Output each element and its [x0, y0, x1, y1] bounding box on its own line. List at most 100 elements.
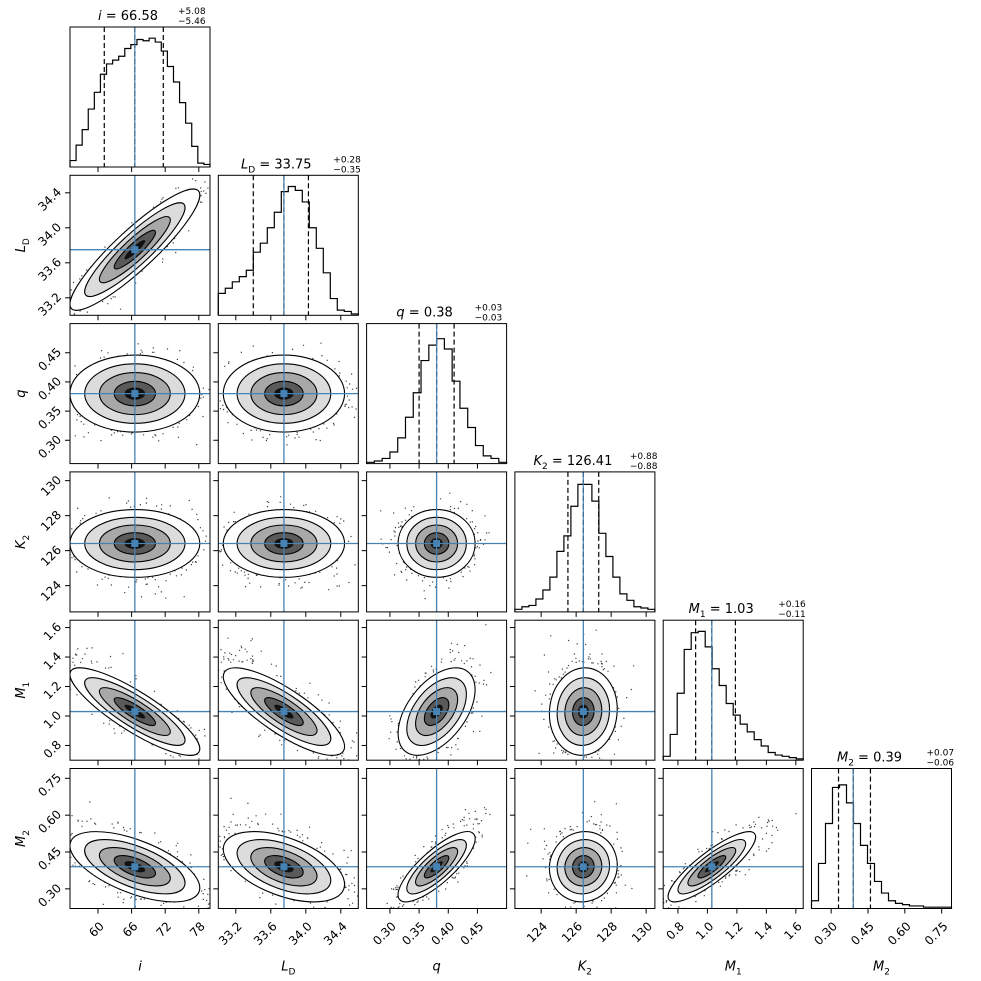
density-group: [218, 471, 359, 612]
panel-frame: [69, 26, 211, 168]
scatter-panel-q-vs-i: 0.300.350.400.45: [35, 323, 211, 469]
title-value: = 66.58: [102, 9, 158, 24]
y-tick-label-M_2: 0.60: [35, 807, 64, 836]
title-symbol: i: [98, 9, 102, 24]
y-tick-label-K_2: 128: [38, 508, 64, 534]
title-minus-err: −0.03: [475, 314, 503, 324]
x-axis-label-M_1: M1: [725, 960, 742, 978]
y-tick-label-M_2: 0.75: [35, 771, 64, 800]
panel-title-i: i = 66.58: [98, 9, 158, 24]
truth-marker: [280, 863, 288, 871]
panel-title-M_2: M2 = 0.39: [837, 751, 902, 769]
axis-symbol-sub: 2: [884, 968, 890, 978]
y-tick-label-M_1: 1.4: [41, 649, 64, 672]
panel-title-M_1: M1 = 1.03: [689, 602, 754, 620]
y-axis-label-M_2: M2: [14, 830, 32, 847]
x-tick-label-M_1: 1.0: [693, 919, 716, 942]
truth-marker: [433, 708, 441, 716]
title-symbol: M: [837, 751, 848, 766]
panel-title-q: q = 0.38: [396, 306, 452, 321]
truth-marker: [131, 863, 139, 871]
title-symbol-sub: 2: [542, 462, 548, 472]
x-axis-label-L_D: LD: [281, 960, 295, 978]
panel-frame: [217, 174, 359, 316]
panel-title-L_D: LD = 33.75: [241, 157, 312, 175]
y-axis-label-q: q: [14, 389, 29, 397]
y-tick-label-K_2: 124: [38, 578, 64, 604]
title-symbol-sub: D: [248, 165, 255, 175]
title-plus-err: +0.28: [333, 155, 361, 165]
panel-frame: [366, 471, 508, 613]
axis-symbol-sub: 1: [736, 968, 742, 978]
x-tick-label-i: 66: [120, 919, 141, 940]
y-tick-label-L_D: 33.2: [35, 290, 64, 319]
scatter-panel-M_1-vs-K_2: [509, 619, 656, 766]
x-tick-label-M_2: 0.75: [922, 919, 951, 948]
title-symbol-sub: 1: [700, 610, 706, 620]
y-tick-label-q: 0.40: [35, 374, 64, 403]
scatter-panel-M_1-vs-q: [361, 619, 508, 766]
panel-frame: [217, 323, 359, 465]
y-tick-label-M_1: 1.0: [41, 708, 64, 731]
truth-marker: [131, 246, 139, 254]
x-tick-label-q: 0.40: [428, 919, 457, 948]
scatter-panel-K_2-vs-q: [361, 471, 508, 617]
x-axis-label-q: q: [432, 960, 440, 975]
axis-symbol: q: [14, 389, 29, 397]
title-value: = 0.39: [854, 751, 902, 766]
panel-title-K_2: K2 = 126.41: [533, 454, 612, 472]
panel-frame: [811, 768, 952, 909]
title-value: = 126.41: [548, 454, 613, 469]
axis-symbol: M: [14, 687, 29, 698]
axis-symbol: L: [281, 960, 288, 975]
y-axis-label-K_2: K2: [14, 535, 32, 549]
x-tick-label-L_D: 34.0: [286, 919, 315, 948]
y-tick-label-L_D: 34.0: [35, 220, 64, 249]
x-tick-label-K_2: 128: [594, 919, 620, 945]
x-tick-label-M_1: 0.8: [663, 919, 686, 942]
hist-panel-i: i = 66.58+5.08−5.46: [69, 7, 211, 172]
truth-marker: [131, 708, 139, 716]
y-tick-label-M_1: 1.6: [41, 620, 64, 643]
axis-symbol: M: [873, 960, 884, 975]
truth-marker: [579, 863, 587, 871]
panel-frame: [514, 471, 656, 613]
density-group: [218, 768, 359, 909]
title-minus-err: −0.11: [778, 610, 806, 620]
title-minus-err: −5.46: [178, 17, 206, 27]
x-tick-label-M_1: 1.4: [752, 919, 775, 942]
panel-frame: [662, 768, 804, 909]
scatter-panel-M_1-vs-i: 0.81.01.21.41.6: [41, 619, 211, 766]
y-tick-label-q: 0.30: [35, 432, 64, 461]
x-axis-label-K_2: K2: [578, 960, 592, 978]
x-tick-label-K_2: 130: [629, 919, 655, 945]
panel-frame: [514, 768, 656, 909]
title-plus-err: +0.07: [927, 749, 955, 759]
density-group: [663, 768, 804, 909]
title-plus-err: +0.16: [778, 600, 806, 610]
x-axis-label-M_2: M2: [873, 960, 890, 978]
y-tick-label-K_2: 130: [38, 473, 64, 499]
x-tick-label-L_D: 33.6: [251, 919, 280, 948]
title-minus-err: −0.35: [333, 165, 361, 175]
density-group: [70, 471, 210, 612]
panel-frame: [69, 471, 211, 613]
title-symbol: L: [241, 157, 248, 172]
panel-frame: [514, 619, 656, 761]
title-symbol: q: [396, 306, 404, 321]
panel-frame: [69, 174, 211, 316]
histogram-i: [69, 37, 211, 167]
histogram-K_2: [514, 483, 656, 612]
x-tick-label-M_2: 0.45: [848, 919, 877, 948]
truth-marker: [433, 863, 441, 871]
x-tick-label-q: 0.35: [399, 919, 428, 948]
panel-frame: [366, 619, 508, 761]
y-tick-label-q: 0.45: [35, 345, 64, 374]
truth-marker: [280, 708, 288, 716]
